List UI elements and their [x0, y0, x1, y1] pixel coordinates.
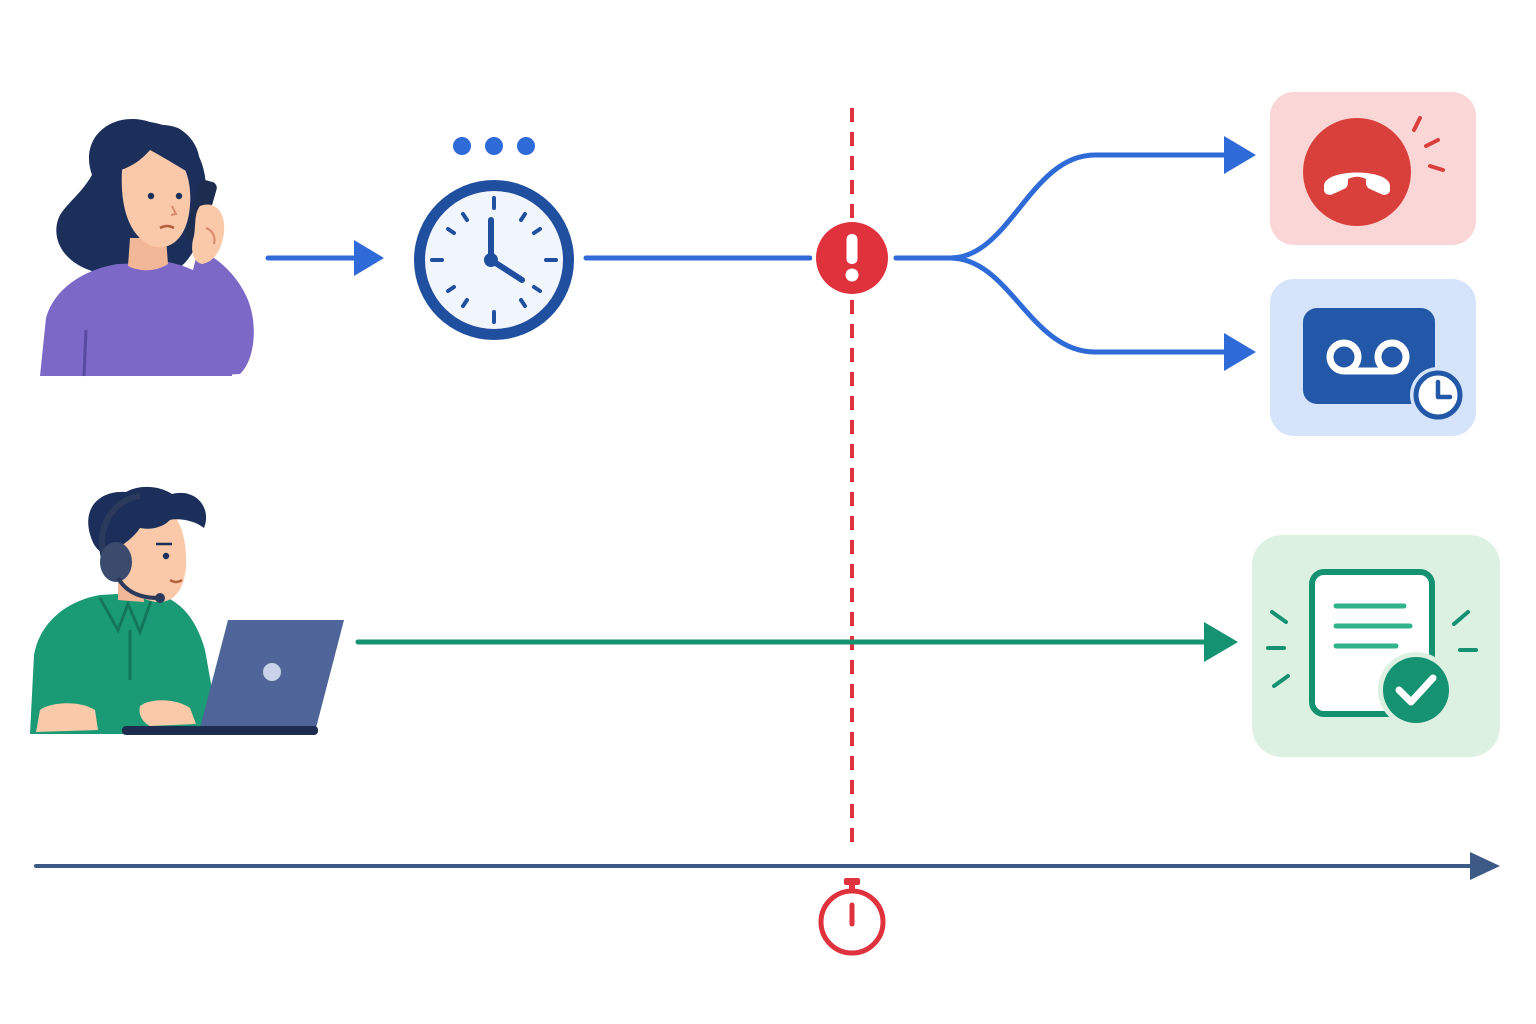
stopwatch-icon	[818, 878, 886, 956]
agent-person-icon	[30, 486, 344, 735]
outcome-voicemail-card	[1270, 279, 1476, 436]
clock-icon	[414, 137, 574, 340]
document-checkmark-icon	[1266, 569, 1478, 728]
hang-up-phone-icon	[1303, 116, 1445, 226]
caller-person-icon	[40, 118, 254, 377]
branch-to-voicemail-arrow	[893, 255, 1247, 357]
branch-to-hangup-arrow	[893, 150, 1247, 261]
ellipsis-dot	[453, 137, 471, 155]
voicemail-scheduled-icon	[1303, 308, 1466, 423]
voicemail-arrowhead	[1224, 333, 1256, 371]
outcome-hangup-card	[1270, 92, 1476, 245]
timeline-arrowhead	[1470, 852, 1500, 880]
ellipsis-dot	[517, 137, 535, 155]
ellipsis-dot	[485, 137, 503, 155]
exclamation-alert-icon	[812, 218, 892, 298]
hangup-arrowhead	[1224, 136, 1256, 174]
resolved-arrowhead	[1204, 622, 1238, 662]
caller-to-queue-arrowhead	[354, 240, 384, 276]
outcome-resolved-card	[1252, 535, 1500, 757]
